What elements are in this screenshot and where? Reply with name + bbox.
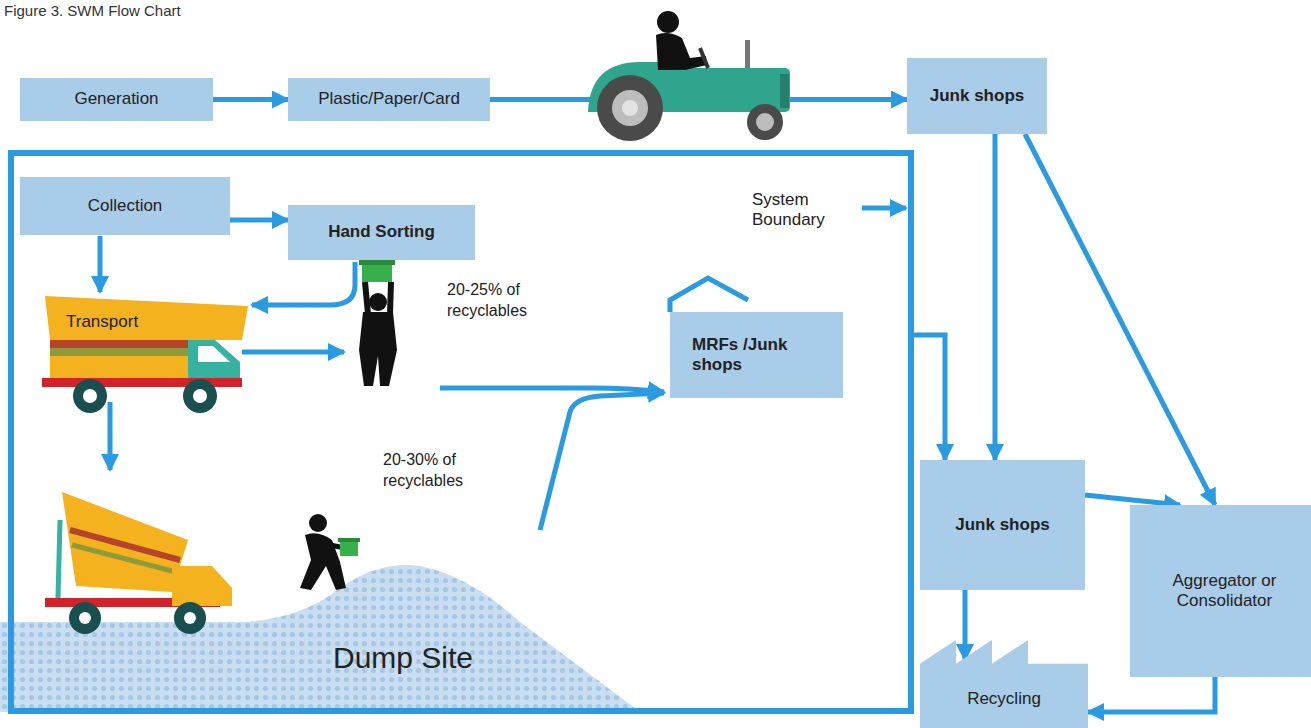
dump-picker [309,514,327,532]
transport-truck [50,356,190,378]
tractor [597,75,663,141]
flow-arrow [540,393,664,530]
dump-truck [72,545,176,572]
node-text: Junk shops [930,86,1024,106]
dump-truck [70,530,180,560]
waste-picker [359,260,397,386]
node-text: Plastic/Paper/Card [318,89,460,109]
flow-arrow [440,388,664,392]
node-text: Recycling [967,689,1041,709]
dump-truck [45,492,232,634]
system-boundary: System Boundary CollectionHand SortingMRF… [8,150,914,714]
flow-arrow [252,262,355,305]
node-text: MRFs /Junk shops [692,335,794,376]
flow-arrow [98,236,103,292]
tractor [780,74,789,108]
dump-truck [79,612,91,624]
waste-picker [359,312,397,386]
tractor [588,11,790,141]
process-box: Collection [20,177,230,235]
dump-picker [300,514,360,590]
share-label: 20-25% of recyclables [447,280,559,322]
building-roof [670,278,748,312]
dump-truck [174,602,206,634]
process-box: Hand Sorting [288,205,475,260]
flow-arrow [100,208,906,530]
flow-arrow [1085,495,1180,505]
dump-picker [338,538,360,542]
dump-truck [62,492,188,592]
tractor [756,113,774,131]
figure-title: Figure 3. SWM Flow Chart [4,2,181,19]
dump-truck [184,612,196,624]
transport-truck [73,379,107,413]
mrf-box: MRFs /Junk shops [670,312,843,398]
flow-arrow [242,350,344,355]
junk-shop-box: Junk shops [907,58,1047,134]
flow-arrow [1025,134,1215,505]
transport-truck [183,379,217,413]
flow-arrow [213,97,288,102]
aggregator-box: Aggregator or Consolidator [1130,505,1311,677]
waste-picker [390,282,391,314]
tractor [745,40,750,70]
waste-picker [359,260,395,265]
waste-picker [365,282,368,314]
dump-picker [340,540,358,556]
tractor [656,33,707,70]
node-text: Hand Sorting [328,222,435,242]
dump-truck [172,566,232,606]
tractor [612,90,648,126]
dump-truck [58,520,60,598]
flow-arrow [108,402,113,470]
dump-truck [69,602,101,634]
flow-arrow [993,134,998,460]
transport-truck [45,296,248,340]
node-text: Collection [88,196,163,216]
factory-outline [920,640,1088,728]
flow-arrow [914,335,945,460]
transport-truck [42,296,248,413]
junk-shop-box: Junk shops [920,460,1085,590]
flow-arrow [1088,677,1215,712]
node-text: Junk shops [955,515,1049,535]
process-box: Plastic/Paper/Card [288,78,490,121]
site-label: Dump Site [333,638,473,677]
transport-truck [193,389,207,403]
truck-label: Transport [66,311,138,333]
flow-arrow [230,218,288,223]
node-text: Generation [74,89,158,109]
process-box: Generation [20,78,213,121]
tractor [700,48,708,68]
node-text: Aggregator or Consolidator [1130,571,1311,612]
transport-truck [83,389,97,403]
waste-picker [369,293,387,311]
share-label: 20-30% of recyclables [383,450,495,492]
tractor [657,11,679,33]
flow-arrow [963,590,968,660]
transport-truck [50,340,190,348]
flow-arrow [862,206,906,211]
tractor [747,104,783,140]
factory-outline [920,640,1088,728]
node-text: System Boundary [752,190,852,231]
tractor [622,100,638,116]
recycling-factory: Recycling [920,640,1088,728]
transport-truck [198,346,230,362]
transport-truck [50,348,190,356]
